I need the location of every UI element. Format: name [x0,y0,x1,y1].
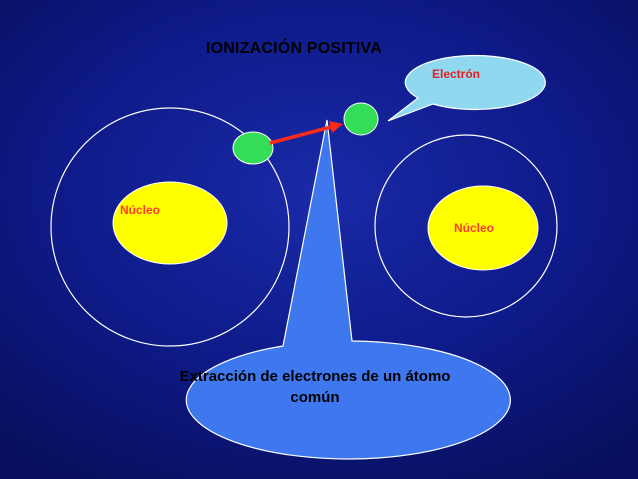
left-atom-orbit [50,107,290,347]
electron-callout-label: Electrón [432,67,481,81]
extraction-callout-text: Extracción de electrones de un átomo com… [179,368,451,406]
left-nucleus [112,181,228,265]
right-atom-orbit [374,134,558,318]
right-nucleus [427,185,539,271]
electron-original [232,131,274,165]
ejection-arrow [269,125,332,145]
left-nucleus-label: Núcleo [120,203,161,217]
extraction-callout [185,119,511,460]
right-nucleus-label: Núcleo [454,221,495,235]
slide-title: IONIZACIÓN POSITIVA [206,40,382,57]
ejection-arrowhead [329,121,343,133]
electron-callout [387,54,546,122]
electron-ejected [343,102,379,136]
